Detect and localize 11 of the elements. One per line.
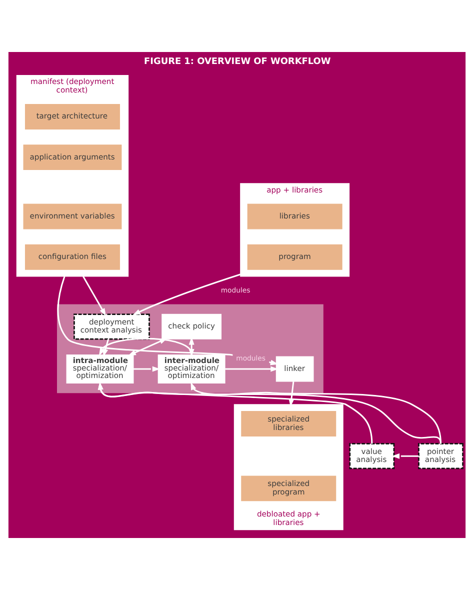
- arrow: [190, 382, 442, 444]
- arrow: [134, 366, 160, 372]
- diagram-title: FIGURE 1: OVERVIEW OF WORKFLOW: [144, 56, 331, 66]
- arrow: [98, 381, 373, 444]
- arrow: [102, 338, 110, 356]
- arrow: [98, 381, 442, 444]
- cluster: [56, 304, 324, 393]
- arrow: [132, 273, 241, 315]
- arrow: [82, 276, 106, 316]
- arrow: [225, 366, 278, 372]
- arrow: [392, 452, 419, 458]
